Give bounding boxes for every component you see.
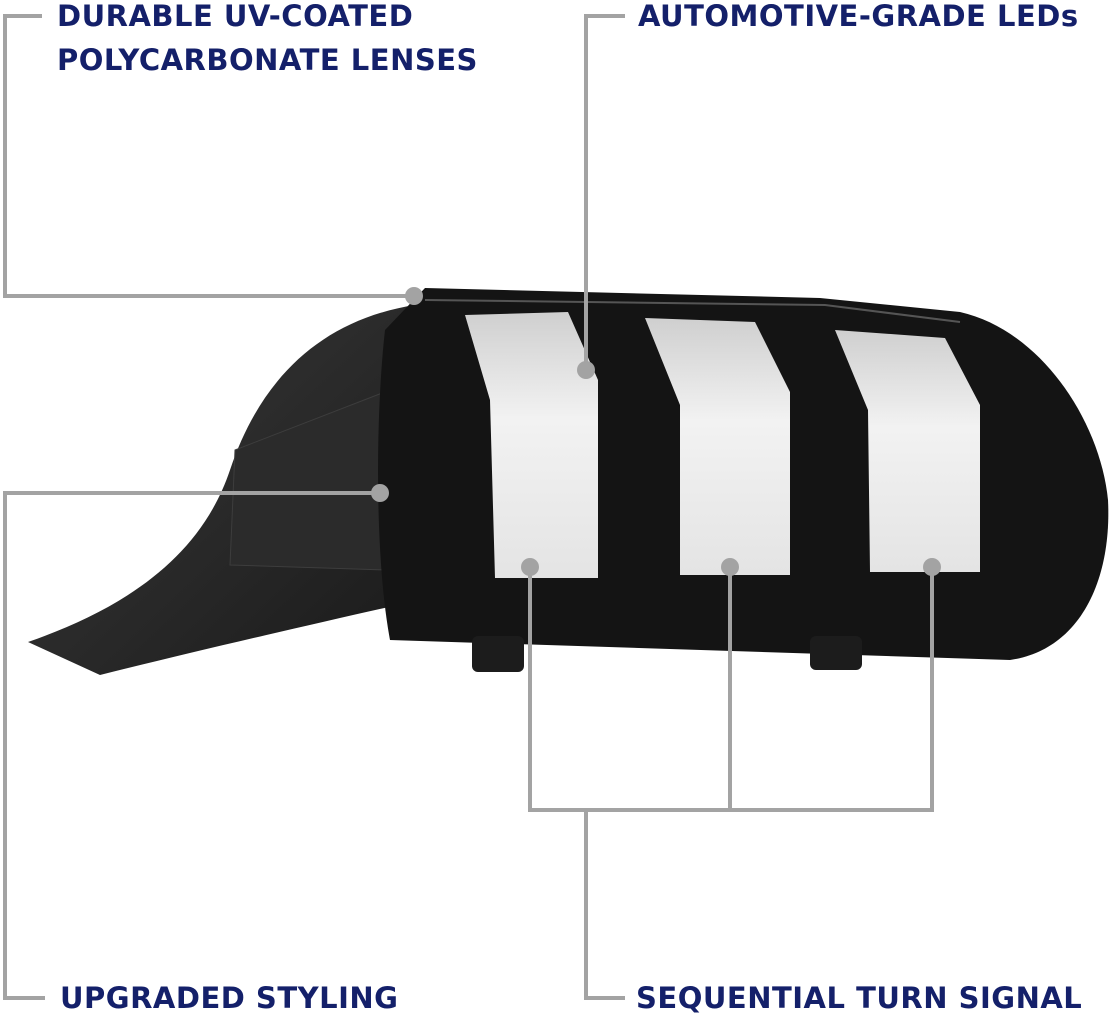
callout-line-lenses (3, 14, 414, 298)
dot-turn-1 (521, 558, 539, 576)
callout-lines (3, 14, 934, 1000)
dot-lenses (405, 287, 423, 305)
dot-leds (577, 361, 595, 379)
callout-styling: UPGRADED STYLING (60, 981, 399, 1015)
callout-line-turn-signal (528, 567, 934, 1000)
lamp-fin (28, 305, 420, 675)
callout-line-leds (584, 14, 625, 370)
callout-leds: AUTOMOTIVE-GRADE LEDs (638, 0, 1079, 33)
dot-styling (371, 484, 389, 502)
callout-turn-signal: SEQUENTIAL TURN SIGNAL (636, 981, 1083, 1015)
callout-lenses: DURABLE UV-COATED POLYCARBONATE LENSES (57, 0, 478, 82)
callout-lenses-line1: DURABLE UV-COATED (57, 0, 414, 33)
dot-turn-3 (923, 558, 941, 576)
dot-turn-2 (721, 558, 739, 576)
lens-1 (465, 312, 598, 578)
callout-line-styling (3, 491, 380, 1000)
callout-dots (371, 287, 941, 576)
lens-3 (835, 330, 980, 572)
callout-lenses-line2: POLYCARBONATE LENSES (57, 43, 478, 77)
lens-2 (645, 318, 790, 575)
